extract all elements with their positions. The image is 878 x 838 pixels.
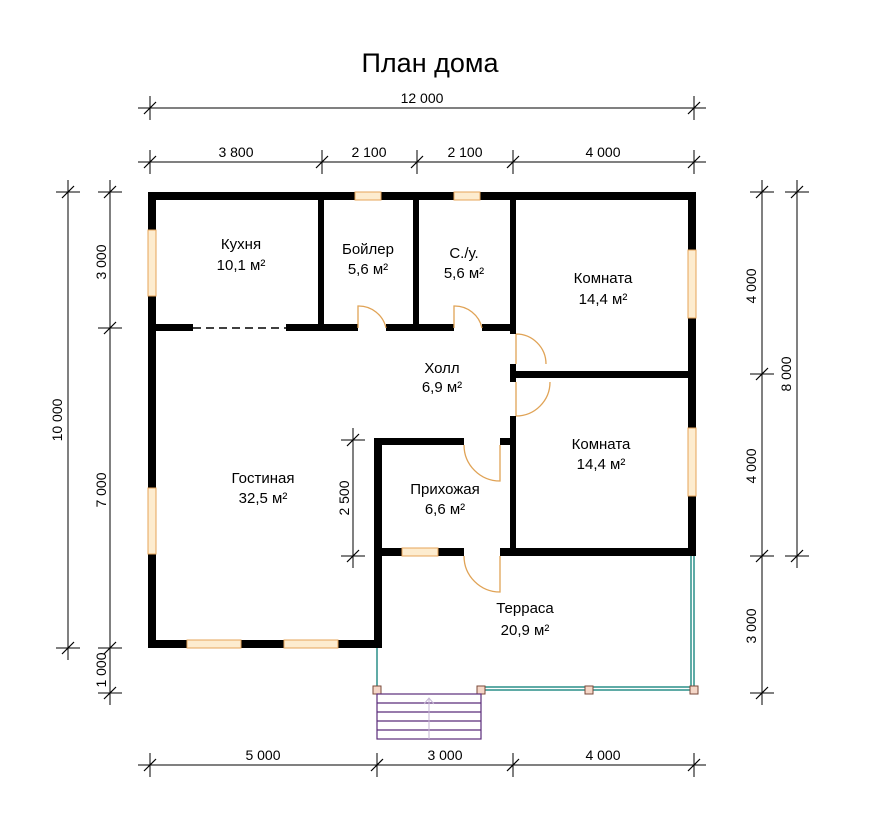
dimension-entry-height: 2 500	[336, 428, 365, 568]
room-name: Холл	[424, 360, 459, 377]
window	[186, 639, 242, 649]
room-area: 32,5 м²	[239, 490, 288, 507]
terrace-post	[372, 685, 382, 695]
door-entry-bottom	[463, 555, 501, 593]
room-area: 5,6 м²	[444, 265, 484, 282]
room-name: С./у.	[449, 245, 478, 262]
dimension-label: 4 000	[743, 268, 759, 303]
window	[283, 639, 339, 649]
door-room1	[515, 333, 547, 365]
room-name: Комната	[572, 436, 631, 453]
room-name: Прихожая	[410, 481, 480, 498]
room-wc: С./у. 5,6 м²	[444, 245, 484, 282]
dimension-label: 3 800	[218, 144, 253, 160]
terrace-post	[689, 685, 699, 695]
room-boiler: Бойлер 5,6 м²	[342, 241, 394, 278]
dimension-right-total: 8 000	[778, 180, 809, 568]
walls	[148, 192, 696, 648]
room-name: Гостиная	[232, 470, 295, 487]
door-entry-top	[463, 444, 501, 482]
door-boiler	[357, 305, 387, 329]
dimension-label: 3 000	[427, 747, 462, 763]
dimension-label: 8 000	[778, 356, 794, 391]
room-area: 5,6 м²	[348, 261, 388, 278]
dimension-label: 4 000	[585, 747, 620, 763]
windows	[147, 191, 697, 649]
room-area: 6,6 м²	[425, 501, 465, 518]
dimension-label: 2 500	[336, 480, 352, 515]
room-bedroom-1: Комната 14,4 м²	[574, 270, 633, 308]
room-entry: Прихожая 6,6 м²	[410, 481, 480, 518]
room-area: 10,1 м²	[217, 257, 266, 274]
room-living: Гостиная 32,5 м²	[232, 470, 295, 507]
window	[147, 229, 157, 297]
dimension-bottom-segments: 5 000 3 000 4 000	[138, 747, 706, 777]
dimension-label: 1 000	[93, 652, 109, 687]
dimension-label: 10 000	[49, 398, 65, 441]
dimension-label: 4 000	[585, 144, 620, 160]
doors	[357, 305, 551, 593]
room-area: 14,4 м²	[579, 291, 628, 308]
window	[453, 191, 481, 201]
terrace-post	[476, 685, 486, 695]
room-name: Терраса	[496, 600, 554, 617]
room-area: 6,9 м²	[422, 379, 462, 396]
dimension-label: 3 000	[743, 608, 759, 643]
dimension-label: 7 000	[93, 472, 109, 507]
window	[401, 547, 439, 557]
room-kitchen: Кухня 10,1 м²	[217, 236, 266, 274]
dimension-top-segments: 3 800 2 100 2 100 4 000	[138, 144, 706, 174]
dimension-label: 12 000	[401, 90, 444, 106]
terrace-railing	[372, 556, 699, 695]
dimension-label: 2 100	[351, 144, 386, 160]
window	[354, 191, 382, 201]
room-name: Кухня	[221, 236, 261, 253]
window	[687, 249, 697, 319]
dimension-label: 4 000	[743, 448, 759, 483]
room-terrace: Терраса 20,9 м²	[496, 600, 554, 639]
room-area: 14,4 м²	[577, 456, 626, 473]
plan-title: План дома	[362, 48, 500, 78]
dimension-left-total: 10 000	[49, 180, 80, 660]
room-name: Бойлер	[342, 241, 394, 258]
entrance-stairs	[376, 693, 482, 740]
dimension-right-segments: 4 000 4 000 3 000	[743, 180, 774, 705]
dimension-label: 2 100	[447, 144, 482, 160]
window	[687, 427, 697, 497]
door-wc	[453, 305, 483, 329]
door-room2	[515, 381, 551, 417]
room-hall: Холл 6,9 м²	[422, 360, 462, 396]
terrace-post	[584, 685, 594, 695]
room-area: 20,9 м²	[501, 622, 550, 639]
dimension-label: 3 000	[93, 244, 109, 279]
window	[147, 487, 157, 555]
room-name: Комната	[574, 270, 633, 287]
dimension-label: 5 000	[245, 747, 280, 763]
room-bedroom-2: Комната 14,4 м²	[572, 436, 631, 473]
dimension-left-segments: 3 000 7 000 1 000	[93, 180, 122, 705]
dimension-top-total: 12 000	[138, 90, 706, 120]
